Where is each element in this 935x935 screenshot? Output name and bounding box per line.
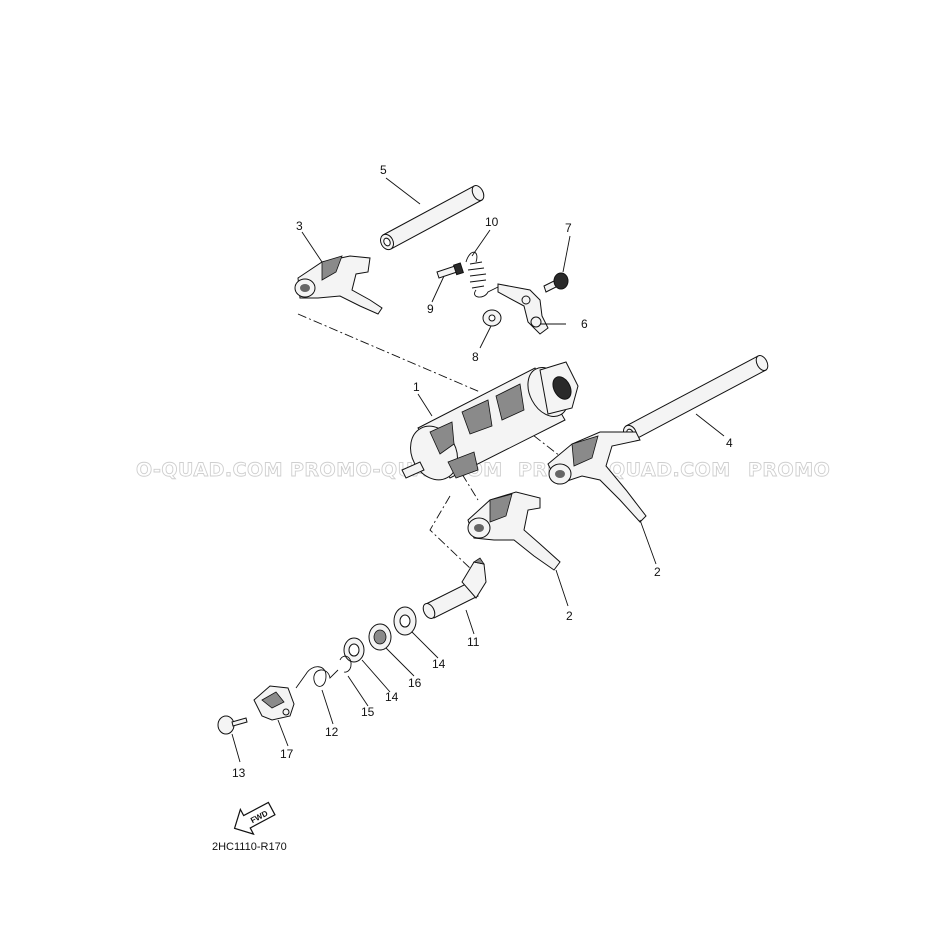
shift-fork-2-left [467, 491, 561, 571]
bolt-13 [217, 715, 248, 735]
watermark-text-4: PROMO [748, 459, 830, 481]
callout-13: 13 [232, 766, 246, 780]
callout-1: 1 [413, 380, 420, 394]
callout-8: 8 [472, 350, 479, 364]
watermark: O-QUAD.COM PROMO-QUAD.COM PROMO-QUAD.COM… [136, 459, 831, 482]
callout-17: 17 [280, 747, 294, 761]
callout-15: 15 [361, 705, 375, 719]
callout-2-right: 2 [654, 565, 661, 579]
forward-arrow-icon: FWD [233, 801, 276, 836]
callout-12: 12 [325, 725, 339, 739]
callout-4: 4 [726, 436, 733, 450]
callout-7: 7 [565, 221, 572, 235]
callout-14-inner: 14 [385, 690, 399, 704]
guide-bar-short [380, 185, 485, 251]
shift-fork-2-right [547, 431, 647, 523]
shift-fork-3 [294, 255, 383, 315]
callout-11: 11 [467, 635, 480, 649]
callout-10: 10 [485, 215, 499, 229]
spring-10 [465, 251, 501, 298]
oil-seal-16 [368, 623, 392, 651]
bolt-7 [543, 272, 569, 293]
shift-shaft-11 [422, 557, 487, 619]
shift-drum-1 [401, 361, 579, 481]
shift-arm-17 [253, 685, 295, 721]
callout-5: 5 [380, 163, 387, 177]
assembly-line-shaft11 [429, 495, 473, 571]
circlip-15 [339, 655, 352, 673]
washer-14-outer [393, 606, 417, 636]
assembly-line-fork3 [297, 313, 481, 393]
diagram-code: 2HC1110-R170 [212, 841, 287, 853]
callout-14-outer: 14 [432, 657, 446, 671]
watermark-text-1: O-QUAD.COM [136, 459, 283, 481]
guide-bar-long [623, 355, 769, 442]
callout-6: 6 [581, 317, 588, 331]
washer-8 [482, 309, 502, 327]
assembly-line-fork2a [461, 473, 479, 501]
callout-2-left: 2 [566, 609, 573, 623]
washer-14-inner [343, 637, 365, 663]
callout-9: 9 [427, 302, 434, 316]
return-spring-12 [295, 666, 339, 689]
callouts: 5 3 10 7 9 6 8 1 4 2 2 11 14 16 14 15 12… [232, 163, 733, 780]
bolt-9 [436, 262, 464, 279]
leader-lines [231, 177, 725, 763]
stopper-lever-6 [497, 283, 549, 335]
callout-3: 3 [296, 219, 303, 233]
callout-16: 16 [408, 676, 422, 690]
